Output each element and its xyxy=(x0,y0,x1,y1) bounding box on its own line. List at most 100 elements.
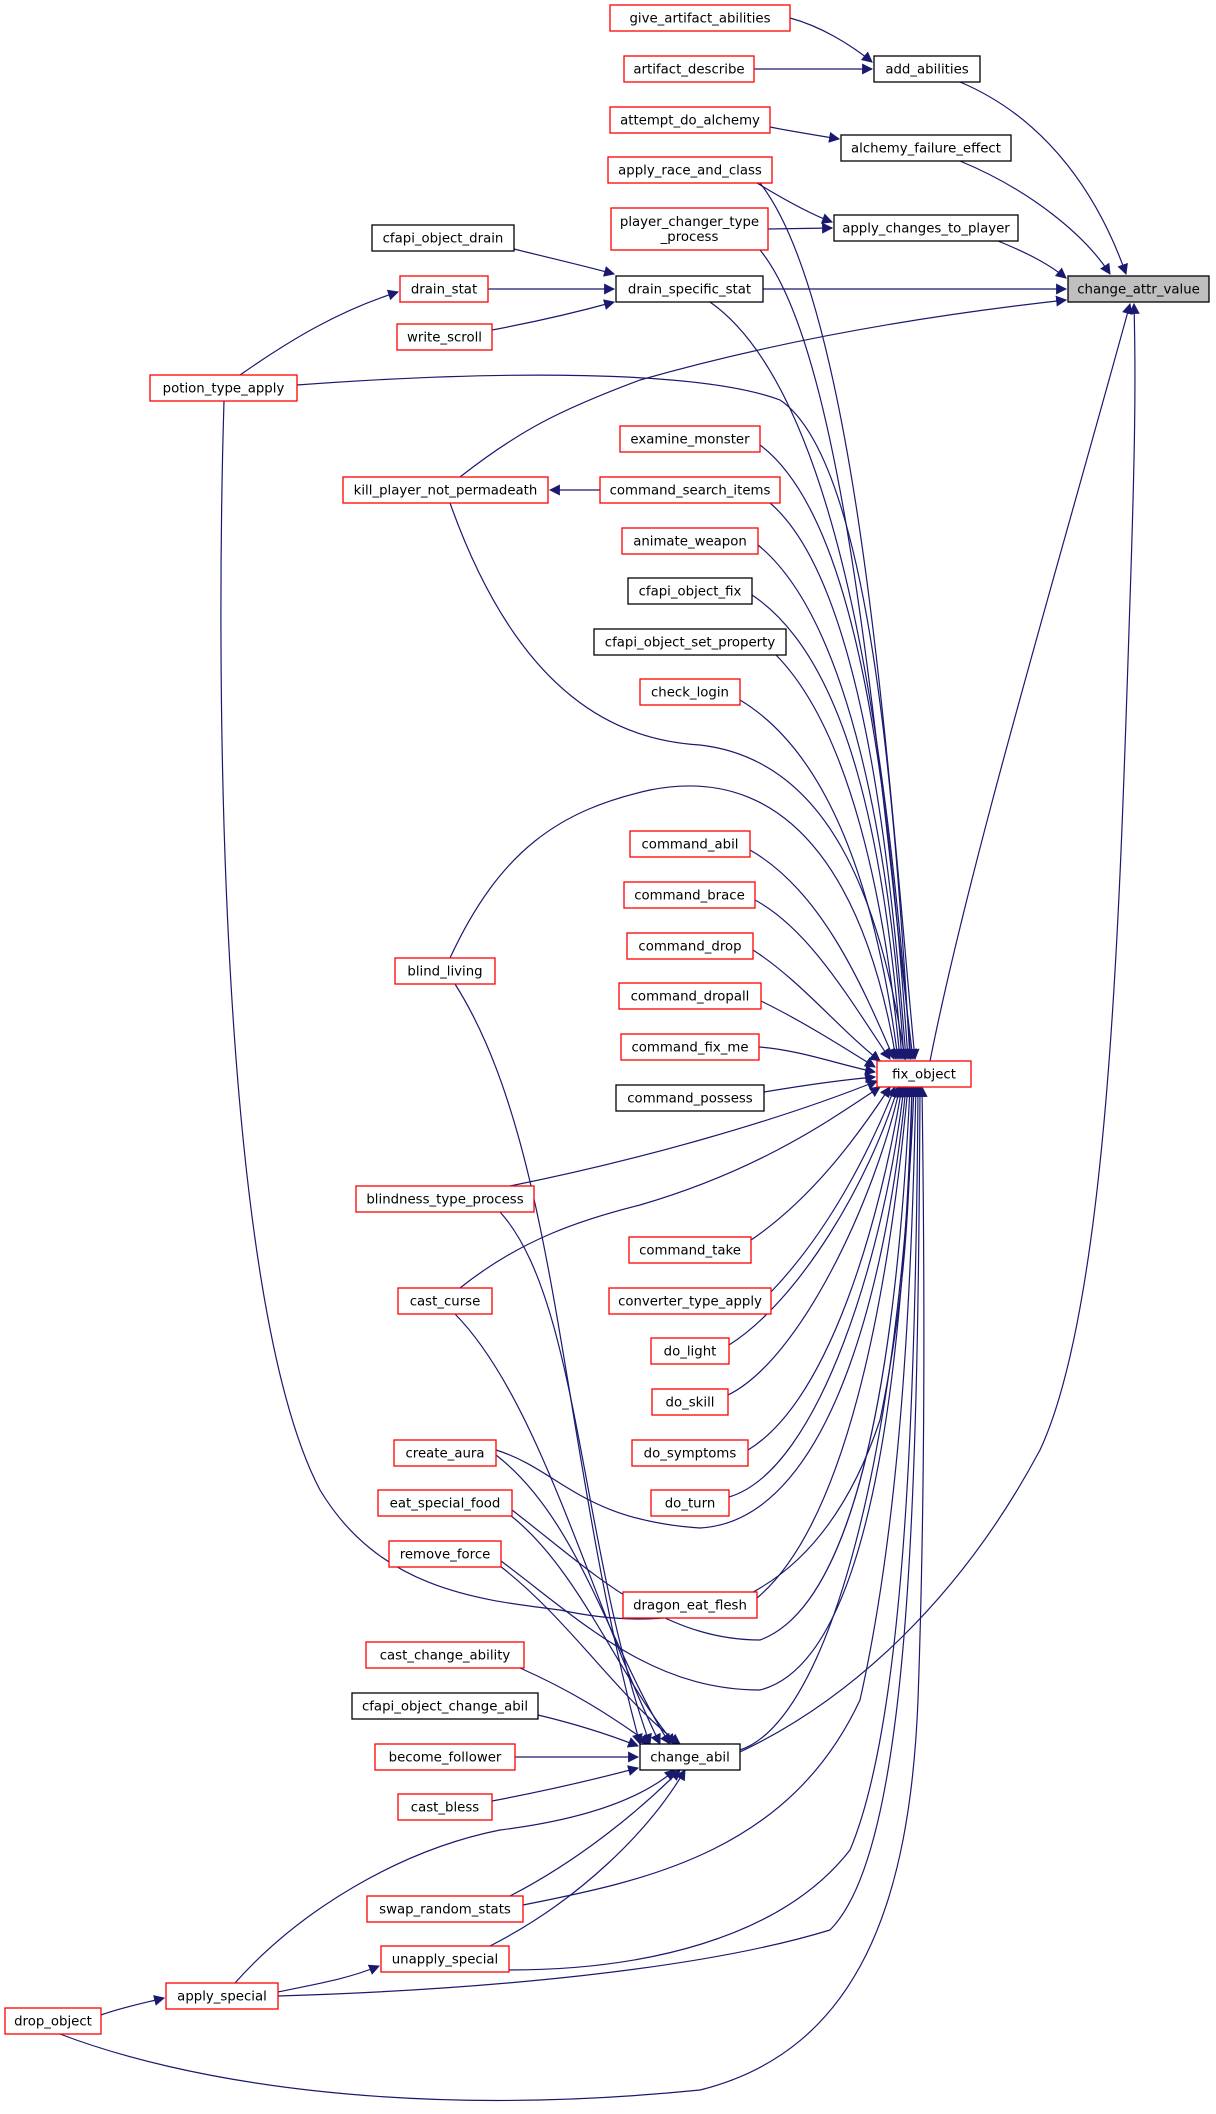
node-cfapi_object_fix[interactable]: cfapi_object_fix xyxy=(627,577,753,605)
node-command_possess[interactable]: command_possess xyxy=(615,1084,765,1112)
edge-blindness_type_process-to-change_abil xyxy=(499,1211,652,1746)
node-box xyxy=(629,830,751,858)
node-box xyxy=(609,106,771,134)
node-box xyxy=(876,1060,972,1088)
edge-unapply_special-to-change_abil xyxy=(489,1769,686,1947)
node-drop_object[interactable]: drop_object xyxy=(4,2007,102,2035)
node-box xyxy=(619,425,761,453)
node-label: attempt_do_alchemy xyxy=(620,114,760,129)
edge-write_scroll-to-drain_specific_stat xyxy=(491,299,616,331)
node-box xyxy=(609,4,791,32)
edge-fix_object-to-change_attr_value xyxy=(929,302,1133,1062)
node-box xyxy=(650,1337,730,1365)
node-command_dropall[interactable]: command_dropall xyxy=(618,982,762,1010)
node-potion_type_apply[interactable]: potion_type_apply xyxy=(149,374,298,402)
edge-create_aura-to-fix_object xyxy=(495,1085,911,1529)
node-artifact_describe[interactable]: artifact_describe xyxy=(623,55,755,83)
node-box xyxy=(627,577,753,605)
edge-cast_change_ability-to-change_abil xyxy=(519,1667,651,1745)
node-drain_stat[interactable]: drain_stat xyxy=(399,275,489,303)
node-blind_living[interactable]: blind_living xyxy=(394,957,496,985)
node-cast_change_ability[interactable]: cast_change_ability xyxy=(365,1641,525,1669)
node-box xyxy=(365,1641,525,1669)
node-label: do_skill xyxy=(666,1396,715,1411)
node-become_follower[interactable]: become_follower xyxy=(374,1743,516,1771)
node-do_skill[interactable]: do_skill xyxy=(651,1388,729,1416)
node-label: artifact_describe xyxy=(633,63,744,78)
edge-apply_special-to-unapply_special xyxy=(277,1964,381,1993)
node-check_login[interactable]: check_login xyxy=(639,678,741,706)
edge-blindness_type_process-to-fix_object xyxy=(509,1079,879,1187)
node-command_brace[interactable]: command_brace xyxy=(623,881,756,909)
node-add_abilities[interactable]: add_abilities xyxy=(873,55,981,83)
node-label: eat_special_food xyxy=(390,1497,501,1512)
node-label: do_symptoms xyxy=(644,1447,737,1462)
edge-change_abil-to-fix_object xyxy=(739,1085,920,1751)
node-do_light[interactable]: do_light xyxy=(650,1337,730,1365)
node-cfapi_object_set_property[interactable]: cfapi_object_set_property xyxy=(593,628,787,656)
node-command_abil[interactable]: command_abil xyxy=(629,830,751,858)
node-remove_force[interactable]: remove_force xyxy=(388,1540,502,1568)
node-label: do_turn xyxy=(665,1497,716,1512)
edge-command_abil-to-fix_object xyxy=(749,849,896,1061)
node-box xyxy=(833,214,1019,242)
node-converter_type_apply[interactable]: converter_type_apply xyxy=(608,1287,772,1315)
node-command_take[interactable]: command_take xyxy=(628,1236,752,1264)
node-player_changer_type_process[interactable]: player_changer_type_process xyxy=(610,207,769,251)
node-apply_special[interactable]: apply_special xyxy=(165,1982,279,2010)
node-do_symptoms[interactable]: do_symptoms xyxy=(631,1439,749,1467)
node-label: write_scroll xyxy=(407,331,482,346)
node-label: apply_special xyxy=(177,1990,267,2005)
node-attempt_do_alchemy[interactable]: attempt_do_alchemy xyxy=(609,106,771,134)
node-alchemy_failure_effect[interactable]: alchemy_failure_effect xyxy=(840,134,1012,162)
node-unapply_special[interactable]: unapply_special xyxy=(380,1945,510,1973)
node-cast_curse[interactable]: cast_curse xyxy=(397,1287,493,1315)
node-give_artifact_abilities[interactable]: give_artifact_abilities xyxy=(609,4,791,32)
edge-give_artifact_abilities-to-add_abilities xyxy=(789,17,873,63)
node-cast_bless[interactable]: cast_bless xyxy=(397,1793,493,1821)
node-drain_specific_stat[interactable]: drain_specific_stat xyxy=(615,275,764,303)
edge-cfapi_object_set_property-to-fix_object xyxy=(775,654,905,1061)
node-dragon_eat_flesh[interactable]: dragon_eat_flesh xyxy=(622,1591,758,1619)
node-cfapi_object_change_abil[interactable]: cfapi_object_change_abil xyxy=(351,1692,539,1720)
node-label: do_light xyxy=(664,1345,717,1360)
edge-change_abil-to-change_attr_value xyxy=(739,302,1140,1753)
node-blindness_type_process[interactable]: blindness_type_process xyxy=(355,1185,535,1213)
node-box xyxy=(620,1033,760,1061)
node-command_fix_me[interactable]: command_fix_me xyxy=(620,1033,760,1061)
edge-cast_curse-to-fix_object xyxy=(459,1086,881,1289)
edge-cast_bless-to-change_abil xyxy=(491,1765,640,1802)
node-command_drop[interactable]: command_drop xyxy=(626,932,754,960)
node-create_aura[interactable]: create_aura xyxy=(393,1439,497,1467)
node-label: command_possess xyxy=(627,1092,753,1107)
edge-kill_player_not_permadeath-to-fix_object xyxy=(449,502,909,1061)
node-examine_monster[interactable]: examine_monster xyxy=(619,425,761,453)
node-label: cfapi_object_drain xyxy=(383,232,504,247)
node-box xyxy=(355,1185,535,1213)
node-box xyxy=(631,1439,749,1467)
node-change_abil[interactable]: change_abil xyxy=(639,1743,741,1771)
node-box xyxy=(593,628,787,656)
node-apply_race_and_class[interactable]: apply_race_and_class xyxy=(607,156,773,184)
node-kill_player_not_permadeath[interactable]: kill_player_not_permadeath xyxy=(342,476,549,504)
node-cfapi_object_drain[interactable]: cfapi_object_drain xyxy=(371,224,515,252)
node-label: cfapi_object_set_property xyxy=(605,636,776,651)
node-write_scroll[interactable]: write_scroll xyxy=(396,323,493,351)
node-eat_special_food[interactable]: eat_special_food xyxy=(377,1489,513,1517)
edge-do_skill-to-fix_object xyxy=(727,1085,904,1396)
node-box xyxy=(840,134,1012,162)
node-label: apply_changes_to_player xyxy=(842,222,1010,237)
edge-do_light-to-fix_object xyxy=(728,1085,901,1346)
node-label: change_attr_value xyxy=(1077,283,1200,298)
node-label: dragon_eat_flesh xyxy=(633,1599,747,1614)
node-box xyxy=(397,1793,493,1821)
node-do_turn[interactable]: do_turn xyxy=(650,1489,730,1517)
nodes: change_attr_value add_abilities alchemy_fa… xyxy=(4,4,1210,2035)
node-fix_object[interactable]: fix_object xyxy=(876,1060,972,1088)
node-box xyxy=(394,957,496,985)
node-command_search_items[interactable]: command_search_items xyxy=(599,476,781,504)
node-apply_changes_to_player[interactable]: apply_changes_to_player xyxy=(833,214,1019,242)
node-swap_random_stats[interactable]: swap_random_stats xyxy=(366,1895,524,1923)
node-animate_weapon[interactable]: animate_weapon xyxy=(621,527,759,555)
node-box xyxy=(615,275,764,303)
